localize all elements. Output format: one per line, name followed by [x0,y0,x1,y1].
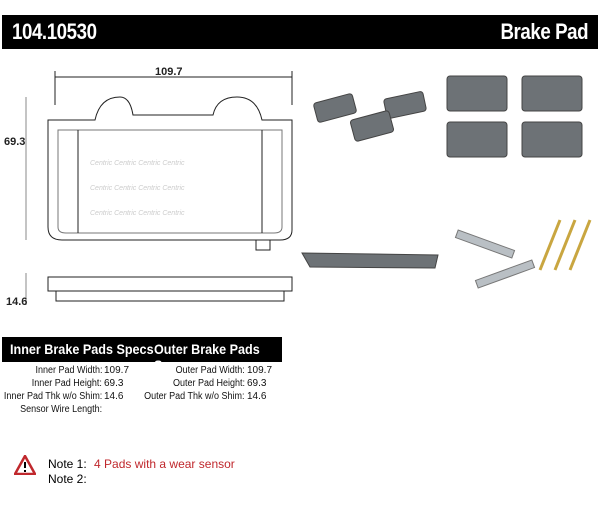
spec-label: Inner Pad Width: [34,365,102,376]
thickness-dimension: 14.6 [6,296,27,308]
note-text: 4 Pads with a wear sensor [94,457,235,471]
spec-label: Inner Pad Thk w/o Shim: [3,391,102,402]
spec-value: 69.3 [247,378,267,389]
warning-icon [14,455,36,475]
spec-value: 109.7 [104,365,130,376]
spec-label: Outer Pad Thk w/o Shim: [144,391,245,402]
pad-set-photo [301,75,592,289]
svg-text:Centric Centric Centric Centri: Centric Centric Centric Centric [90,210,185,217]
pad-technical-drawing: Centric Centric Centric Centric Centric … [4,66,293,308]
spec-value: 109.7 [247,365,273,376]
spec-value: 14.6 [104,391,124,402]
note-label: Note 1: [48,457,87,471]
height-dimension: 69.3 [4,136,25,148]
spec-value: 14.6 [247,391,267,402]
specs-header-bar: Inner Brake Pads Specs Outer Brake Pads … [2,337,282,373]
header-bar: 104.10530 Brake Pad [2,15,598,49]
note-1: Note 1: 4 Pads with a wear sensor [48,457,235,471]
spec-label: Outer Pad Height: [172,378,245,389]
note-2: Note 2: [48,472,91,486]
svg-text:Centric Centric Centric Centri: Centric Centric Centric Centric [90,185,185,192]
note-label: Note 2: [48,472,87,486]
outer-specs-title: Outer Brake Pads Specs [154,341,260,373]
svg-text:Centric Centric Centric Centri: Centric Centric Centric Centric [90,160,185,167]
inner-specs-title: Inner Brake Pads Specs [10,341,154,357]
spec-label: Sensor Wire Length: [19,404,102,415]
part-number: 104.10530 [12,19,97,44]
product-type: Brake Pad [500,19,588,44]
width-dimension: 109.7 [155,66,183,78]
spec-label: Outer Pad Width: [175,365,245,376]
spec-label: Inner Pad Height: [31,378,102,389]
spec-value: 69.3 [104,378,124,389]
